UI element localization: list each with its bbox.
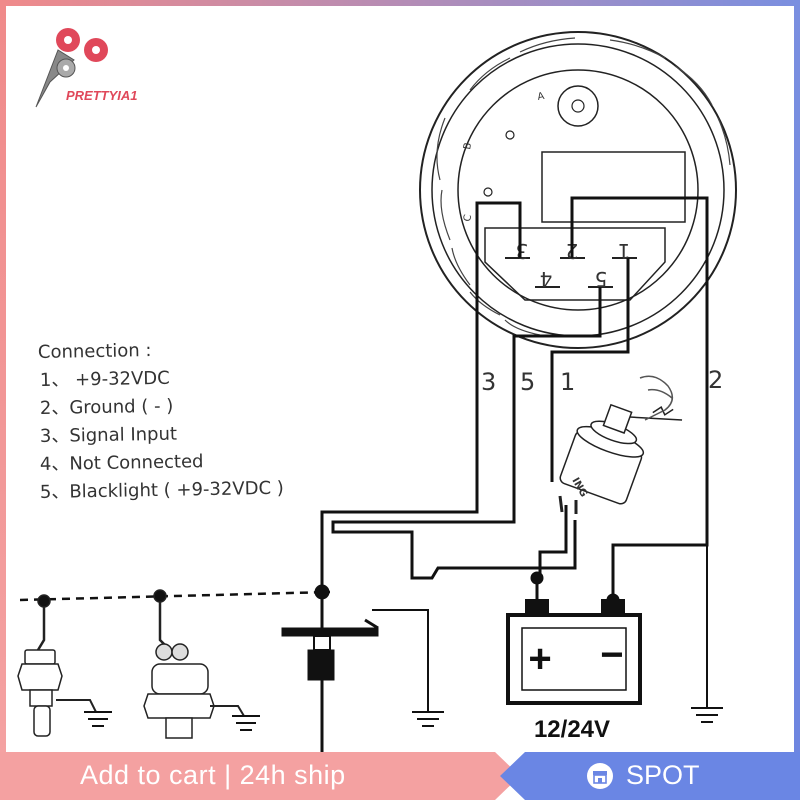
dashed-line — [19, 590, 331, 602]
frame-top — [0, 0, 800, 6]
store-icon — [587, 763, 613, 789]
legend-item-2: 2、Ground ( - ) — [40, 396, 174, 419]
footer-bar: Add to cart | 24h ship — [0, 752, 800, 800]
battery-minus: − — [600, 633, 623, 677]
wire-5-backlight — [331, 287, 602, 580]
wire-2-ground — [570, 196, 709, 600]
wire-label-2: 2 — [708, 366, 723, 394]
wire-ign-battery — [535, 505, 568, 600]
battery — [506, 571, 642, 705]
oil-pressure-sensor — [143, 589, 245, 739]
pin-label-1: 1 — [618, 239, 631, 263]
add-to-cart-text[interactable]: Add to cart | 24h ship — [80, 760, 346, 790]
gauge-hole-labels: A B C — [462, 91, 545, 223]
ground-symbols — [84, 545, 723, 731]
legend-item-5: 5、Blacklight ( +9-32VDC ) — [40, 478, 284, 503]
battery-voltage-label: 12/24V — [534, 716, 610, 743]
spot-banner — [500, 752, 800, 800]
spot-label: SPOT — [626, 760, 700, 790]
connection-legend: Connection : 1、 +9-32VDC 2、Ground ( - ) … — [38, 340, 284, 503]
brand-logo: PRETTYIA1 — [35, 28, 138, 108]
gauge-back — [419, 31, 737, 349]
wire-label-1: 1 — [560, 368, 575, 396]
pin-label-3: 3 — [516, 239, 529, 263]
pin-label-5: 5 — [595, 267, 608, 291]
pin-label-4: 4 — [540, 267, 553, 291]
wire-labels: 3 5 1 2 — [481, 366, 723, 396]
add-to-cart-banner[interactable] — [0, 752, 520, 800]
wire-1-power — [550, 258, 630, 482]
temperature-sensor — [17, 594, 97, 737]
wire-label-3: 3 — [481, 368, 496, 396]
brand-name: PRETTYIA1 — [66, 88, 138, 103]
legend-item-3: 3、Signal Input — [40, 424, 177, 447]
frame-right — [794, 0, 800, 800]
hole-label-c: C — [462, 214, 474, 223]
scissors-icon — [35, 28, 108, 108]
wire-label-5: 5 — [520, 368, 535, 396]
wire-3-signal — [320, 201, 522, 590]
legend-title: Connection : — [38, 340, 152, 363]
frame-left — [0, 0, 6, 800]
ignition-switch — [558, 375, 683, 514]
battery-plus: + — [528, 637, 551, 681]
hole-label-b: B — [462, 142, 474, 151]
legend-item-1: 1、 +9-32VDC — [40, 368, 170, 391]
legend-item-4: 4、Not Connected — [40, 451, 204, 475]
hole-label-a: A — [537, 91, 546, 103]
fuel-level-sender — [281, 584, 379, 752]
